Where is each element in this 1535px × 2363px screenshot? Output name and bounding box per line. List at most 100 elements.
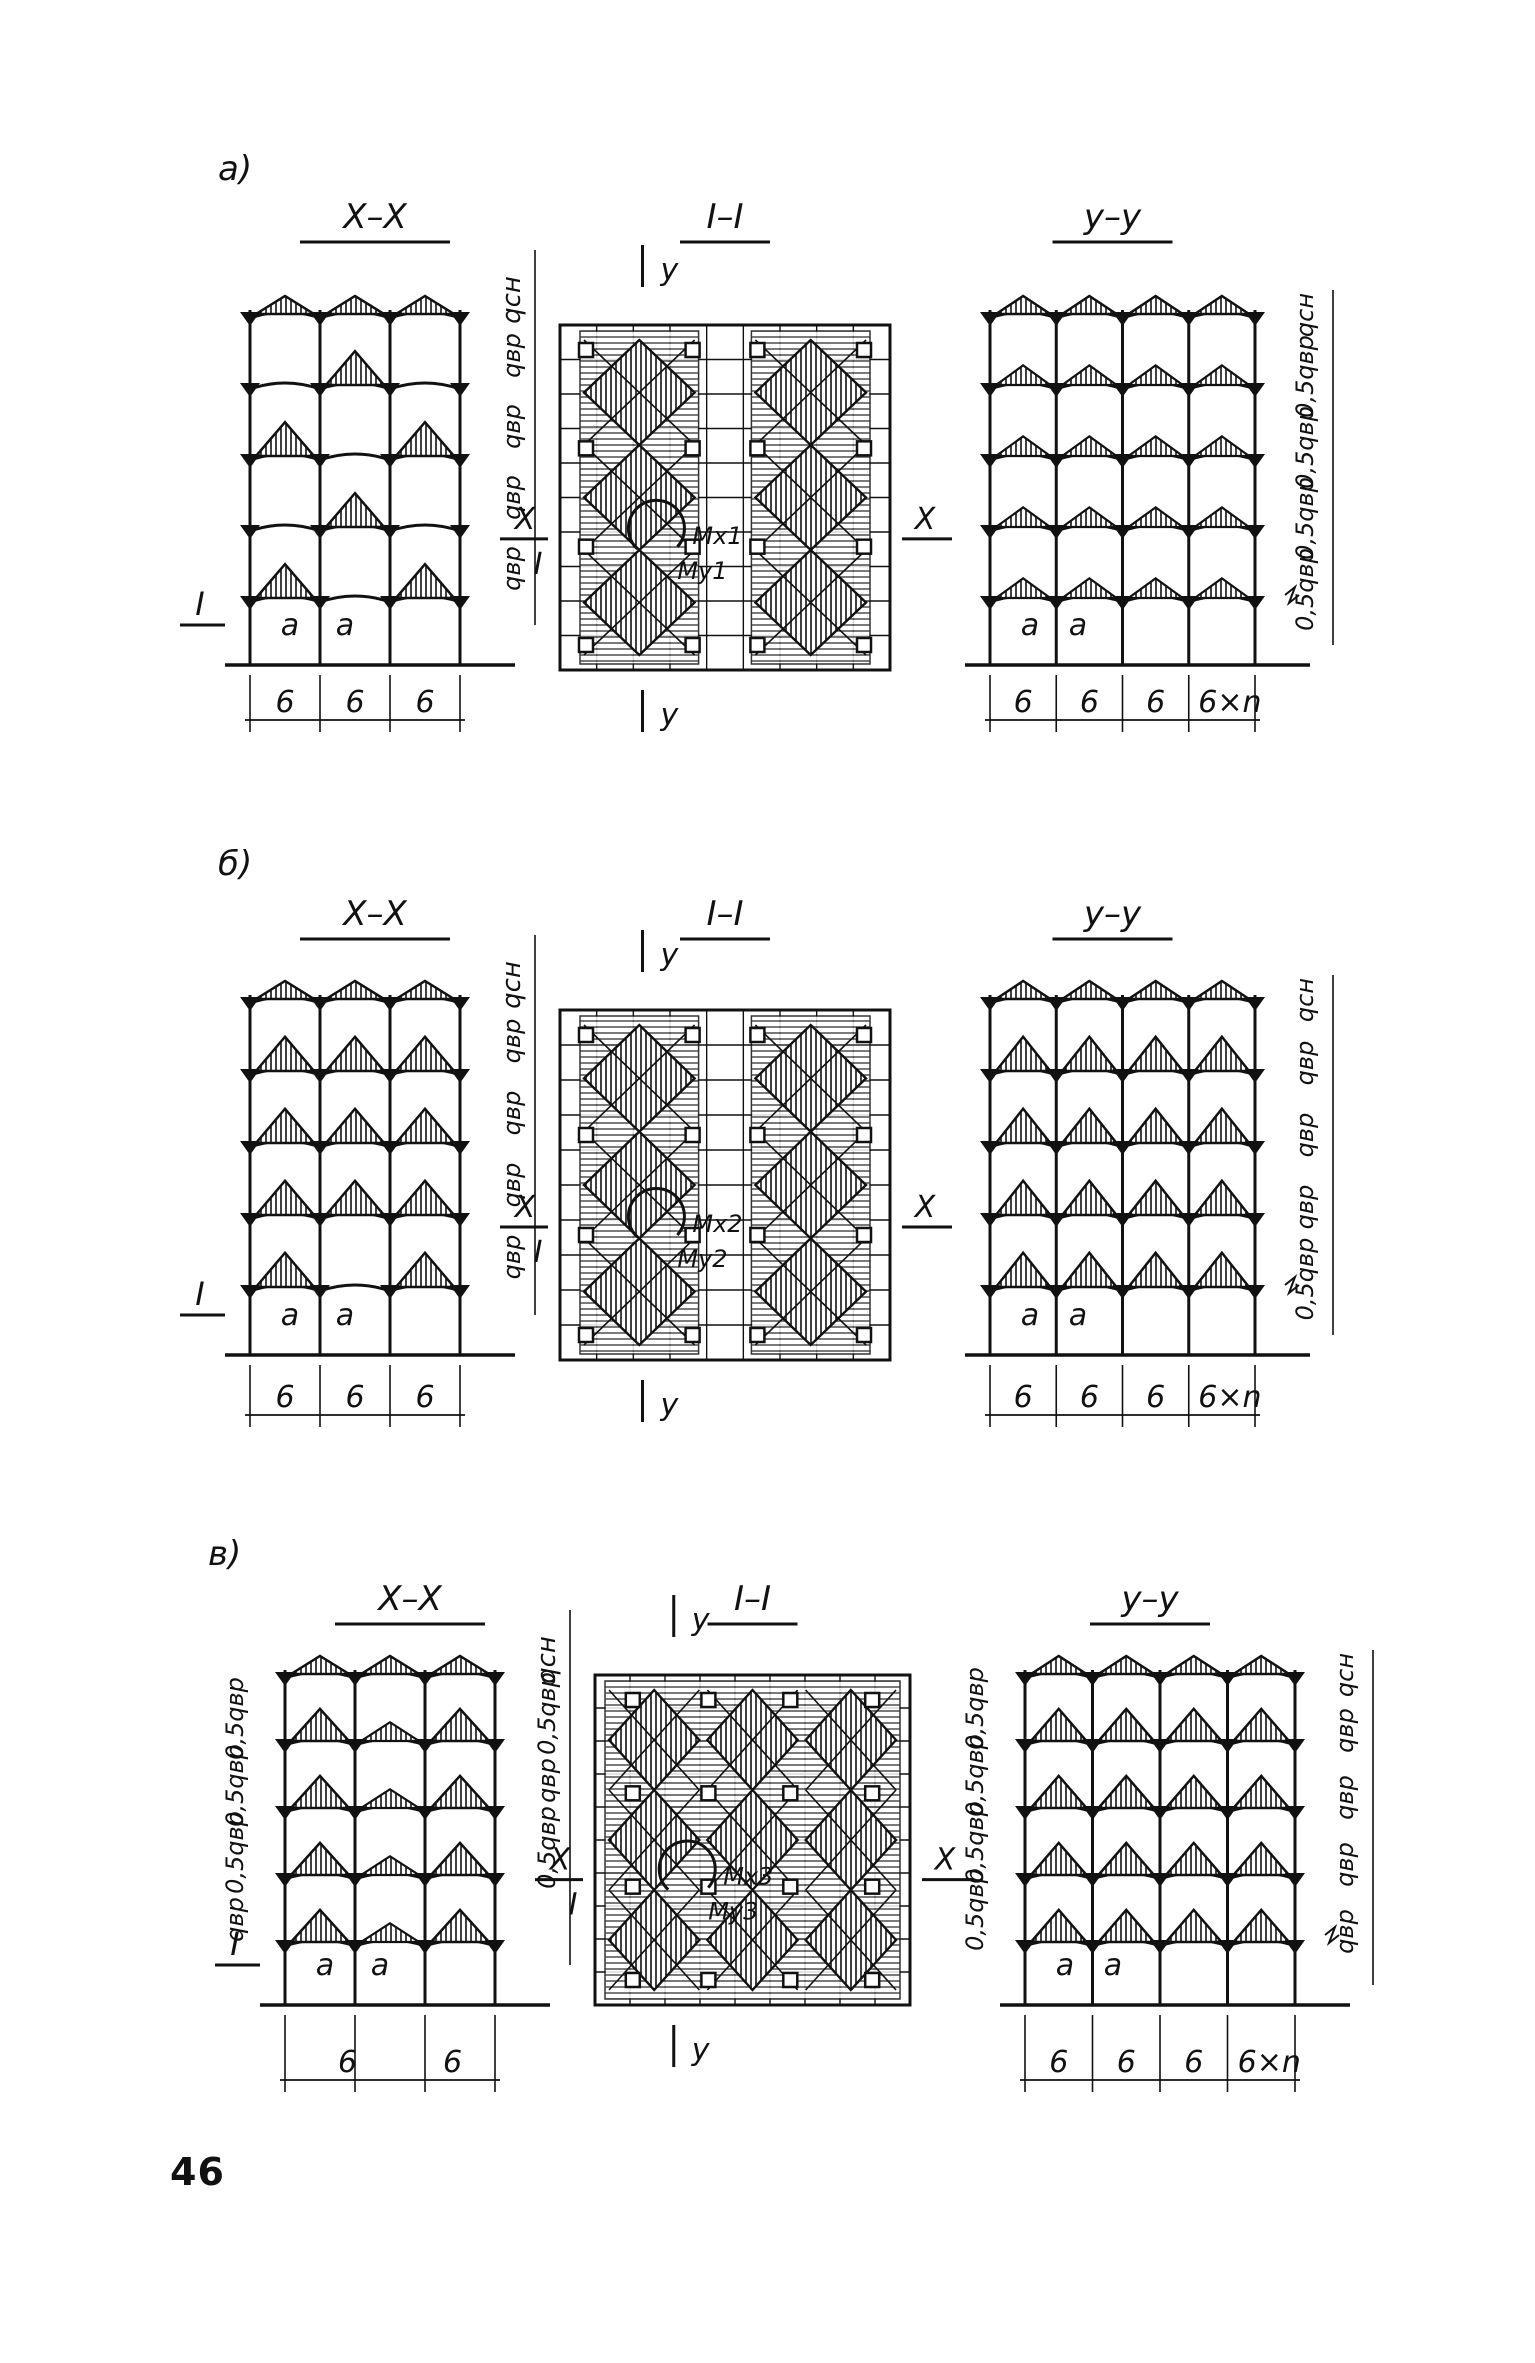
joint-node (345, 1873, 365, 1887)
section-ii-title: I–I (706, 894, 743, 934)
load-triangle (323, 1178, 387, 1217)
joint-node (980, 1285, 1000, 1299)
joint-node (275, 1806, 295, 1820)
roof-load (251, 979, 319, 1001)
joint-node (310, 383, 330, 397)
column-square (749, 1226, 766, 1244)
break-mark (1324, 1923, 1340, 1947)
roof-load (251, 294, 319, 316)
load-label-yy: qвр (1291, 1113, 1319, 1158)
column-square (782, 1878, 799, 1895)
load-triangle (1192, 1178, 1252, 1217)
load-label-yy-left: 0,5qвр (961, 1667, 989, 1750)
joint-node (380, 454, 400, 468)
moment-x-label: Mx3 (723, 1863, 773, 1891)
column-square (684, 538, 701, 555)
mark-a: a (1021, 608, 1039, 643)
section-xx-frame (225, 294, 515, 667)
yield-line (706, 1789, 799, 1891)
joint-node (310, 312, 330, 326)
load-triangle (1230, 1773, 1292, 1810)
joint-node (310, 1141, 330, 1155)
column-square (749, 1326, 766, 1344)
dimension-label: 6 (345, 685, 364, 720)
half-load-triangle (1191, 435, 1253, 458)
roof-load (1190, 979, 1254, 1001)
yield-line (805, 1789, 897, 1891)
load-triangle (1230, 1840, 1292, 1877)
joint-node (1217, 1806, 1238, 1820)
load-triangle (993, 1178, 1053, 1217)
mark-a: a (1104, 1948, 1122, 1983)
load-triangle (1163, 1907, 1225, 1944)
joint-node (1285, 1672, 1305, 1686)
joint-node (1150, 1873, 1170, 1887)
dimension-label: 6 (275, 1380, 294, 1415)
load-triangle (253, 420, 317, 458)
joint-node (1285, 1873, 1305, 1887)
half-load-triangle (357, 1921, 423, 1944)
dimension-label: 6 (1049, 2045, 1068, 2080)
panel-3: в)X–Xqсн0,5qврqвр0,5qвр0,5qвр0,5qвр0,5qв… (208, 1534, 1374, 2092)
half-load-triangle (1191, 506, 1253, 529)
load-label-xx: 0,5qвр (533, 1672, 561, 1755)
joint-node (240, 383, 260, 397)
load-triangle (288, 1907, 352, 1944)
load-label-yy: 0,5qвр (1291, 548, 1319, 631)
joint-node (380, 1141, 400, 1155)
roof-load (1229, 1654, 1294, 1676)
joint-node (1046, 1141, 1067, 1155)
joint-node (415, 1672, 435, 1686)
plan-view (593, 1673, 912, 2007)
load-label-yy: qвр (1331, 1909, 1359, 1954)
mark-a: a (336, 1298, 354, 1333)
column-square (700, 1971, 717, 1989)
load-label-xx: qвр (498, 1235, 526, 1280)
joint-node (1245, 525, 1265, 539)
load-label-xx: qвр (498, 1091, 526, 1136)
roof-load (991, 294, 1055, 316)
load-label-yy: qвр (1291, 1185, 1319, 1230)
section-ii-title: I–I (734, 1579, 771, 1619)
section-ii-title: I–I (706, 197, 743, 237)
dimension-label: 6 (1117, 2045, 1136, 2080)
joint-node (1245, 1069, 1265, 1083)
joint-node (485, 1806, 505, 1820)
section-mark-I: I (195, 585, 204, 623)
roof-load (1058, 979, 1121, 1001)
column-square (624, 1691, 642, 1709)
load-label-xx: qвр (498, 1019, 526, 1064)
joint-node (1150, 1672, 1170, 1686)
joint-node (1178, 1141, 1199, 1155)
column-square (855, 1026, 873, 1044)
load-label-yy: qсн (1331, 1653, 1359, 1697)
load-triangle (1028, 1907, 1090, 1944)
half-load-triangle (992, 506, 1054, 529)
axis-x-label: X (913, 502, 937, 537)
panel-label: б) (218, 844, 252, 884)
column-square (782, 1971, 799, 1989)
column-square (684, 1226, 701, 1244)
section-yy-frame (965, 294, 1310, 667)
joint-node (310, 454, 330, 468)
joint-node (1082, 1940, 1103, 1954)
joint-node (345, 1739, 365, 1753)
joint-node (1245, 383, 1265, 397)
joint-node (450, 312, 470, 326)
load-triangle (1095, 1773, 1157, 1810)
section-mark-I: I (534, 1235, 543, 1270)
column-square (855, 1126, 873, 1144)
yield-line (805, 1889, 897, 1991)
joint-node (415, 1739, 435, 1753)
yield-line (754, 1237, 867, 1346)
load-label-xx-left: 0,5qвр (221, 1744, 249, 1827)
section-xx-frame (260, 1654, 550, 2007)
floor-beam (389, 381, 461, 391)
roof-load (1124, 979, 1187, 1001)
load-label-yy: qвр (1331, 1842, 1359, 1887)
load-triangle (1059, 1178, 1120, 1217)
joint-node (415, 1873, 435, 1887)
yield-line (754, 1024, 867, 1133)
joint-node (1046, 312, 1067, 326)
